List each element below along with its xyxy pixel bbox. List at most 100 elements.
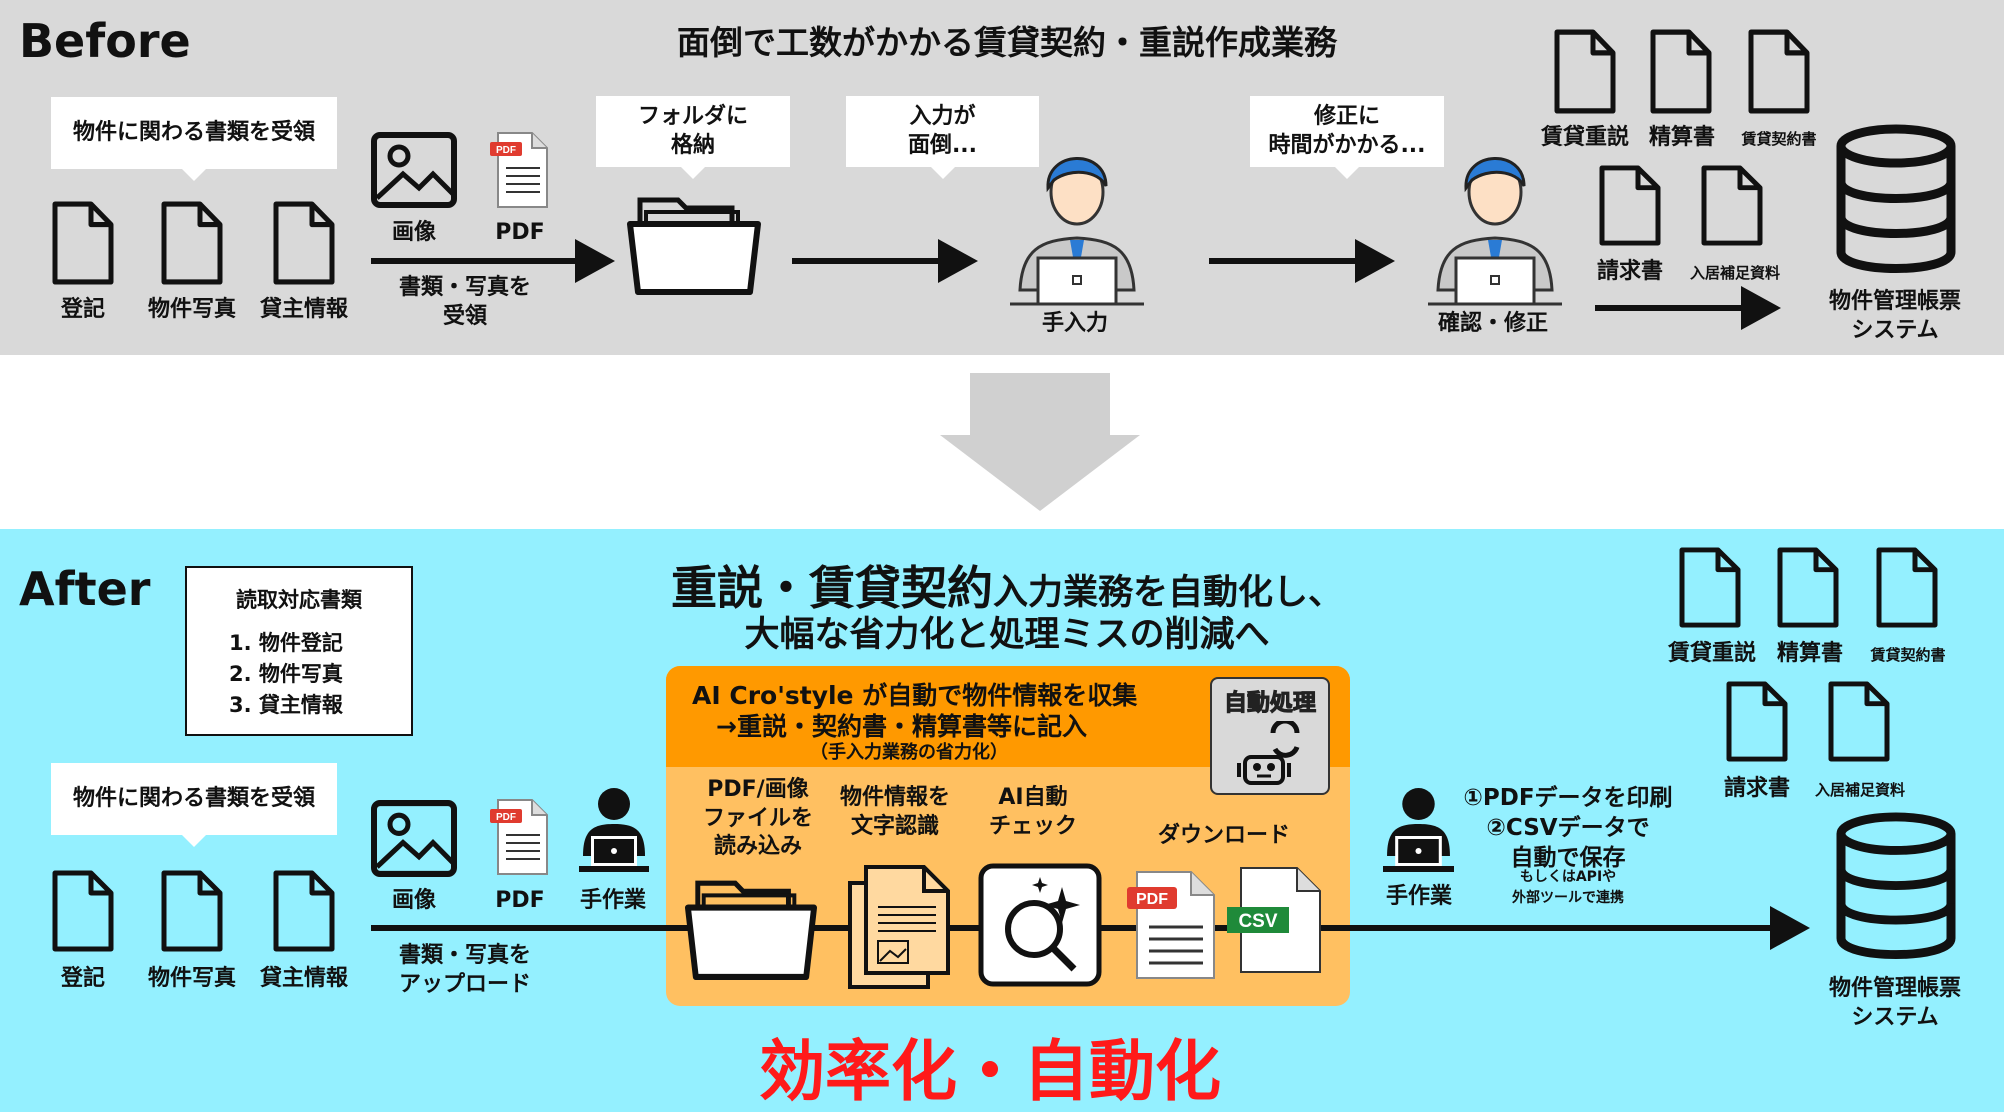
- image-label: 画像: [391, 888, 436, 913]
- arrow-line: [792, 258, 942, 264]
- document-icon: [1700, 164, 1764, 247]
- doc-label: 物件写真: [147, 966, 236, 991]
- document-icon: [1747, 28, 1811, 115]
- callout-input: 入力が 面倒...: [846, 96, 1039, 179]
- output-doc-label: 賃貸契約書: [1870, 646, 1946, 664]
- system-label: 物件管理帳票 システム: [1828, 289, 1961, 343]
- output-doc-label: 入居補足資料: [1689, 264, 1780, 282]
- after-title-rest: 入力業務を自動化し、: [992, 573, 1343, 613]
- arrow-head: [575, 239, 615, 283]
- after-title-line1: 重説・賃貸契約入力業務を自動化し、: [500, 552, 1514, 618]
- svg-text:CSV: CSV: [1238, 911, 1277, 932]
- output-doc-label: 入居補足資料: [1814, 781, 1905, 799]
- after-title-line2: 大幅な省力化と処理ミスの削減へ: [744, 615, 1270, 655]
- supported-doc-item: 2. 物件写真: [229, 662, 343, 686]
- before-title: 面倒で工数がかかる賃貸契約・重説作成業務: [677, 23, 1337, 62]
- before-section: [0, 0, 2004, 355]
- image-icon: [371, 132, 457, 208]
- document-icon: [1649, 28, 1713, 115]
- before-heading: Before: [19, 14, 191, 68]
- database-icon: [1834, 124, 1958, 275]
- auto-badge-box: 自動処理: [1210, 677, 1330, 795]
- doc-label: 貸主情報: [259, 966, 348, 991]
- supported-docs-title: 読取対応書類: [236, 588, 362, 612]
- document-icon: [272, 869, 336, 953]
- auto-badge-label: 自動処理: [1224, 690, 1317, 717]
- pdf-download-icon: PDF: [1127, 869, 1217, 981]
- doc-label: 物件写真: [147, 297, 236, 322]
- document-icon: [1725, 680, 1789, 763]
- check-fix-label: 確認・修正: [1437, 311, 1548, 336]
- down-arrow-icon: [940, 373, 1140, 511]
- arrow-head: [1355, 239, 1395, 283]
- document-icon: [1678, 546, 1742, 629]
- callout-fix: 修正に 時間がかかる...: [1250, 96, 1444, 179]
- document-icon: [1827, 680, 1891, 763]
- document-icon: [51, 869, 115, 953]
- output-doc-label: 精算書: [1648, 125, 1715, 150]
- output-note2: 外部ツールで連携: [1512, 890, 1624, 906]
- person-thinking-laptop-icon: [1010, 140, 1144, 306]
- doc-label: 登記: [60, 966, 105, 991]
- manual-label: 手作業: [579, 888, 646, 913]
- document-icon: [1598, 164, 1662, 247]
- arrow-line: [371, 258, 581, 264]
- doc-label: 登記: [60, 297, 105, 322]
- document-icon: [1776, 546, 1840, 629]
- output-doc-label: 賃貸重説: [1667, 641, 1756, 666]
- robot-sync-icon: [1235, 721, 1305, 787]
- manual-input-label: 手入力: [1041, 311, 1108, 336]
- callout-folder: フォルダに 格納: [596, 96, 790, 179]
- ai-search-icon: [978, 863, 1102, 987]
- document-icon: [160, 200, 224, 286]
- document-scan-icon: [846, 863, 952, 990]
- system-label: 物件管理帳票 システム: [1828, 976, 1961, 1030]
- pdf-file-icon: PDF: [490, 797, 550, 877]
- output-step2b: 自動で保存: [1510, 845, 1626, 871]
- csv-download-icon: CSV: [1227, 865, 1323, 975]
- pdf-label: PDF: [495, 220, 545, 245]
- document-icon: [51, 200, 115, 286]
- callout-receive: 物件に関わる書類を受領: [51, 763, 337, 847]
- step-label: PDF/画像 ファイルを 読み込み: [702, 777, 813, 860]
- callout-receive: 物件に関わる書類を受領: [51, 97, 337, 181]
- after-heading: After: [19, 562, 151, 616]
- arrow-head: [938, 239, 978, 283]
- doc-label: 貸主情報: [259, 297, 348, 322]
- pdf-file-icon: PDF: [490, 130, 550, 210]
- output-step1: ①PDFデータを印刷: [1463, 785, 1673, 811]
- arrow-label: 書類・写真を 受領: [398, 275, 531, 329]
- database-icon: [1834, 812, 1958, 961]
- folder-icon: [684, 875, 818, 981]
- document-icon: [1553, 28, 1617, 115]
- auto-line2: →重説・契約書・精算書等に記入: [716, 712, 1087, 741]
- output-note1: もしくはAPIや: [1519, 869, 1617, 885]
- arrow-line: [1209, 258, 1359, 264]
- person-thinking-laptop-icon: [1428, 140, 1562, 306]
- image-icon: [371, 800, 457, 877]
- supported-doc-item: 3. 貸主情報: [229, 693, 343, 717]
- slogan: 効率化・自動化: [759, 1033, 1221, 1110]
- auto-line1: AI Cro'style が自動で物件情報を収集: [692, 681, 1138, 710]
- manual-label-right: 手作業: [1385, 884, 1452, 909]
- folder-icon: [626, 192, 762, 296]
- after-title-emphasis: 重説・賃貸契約: [670, 561, 993, 615]
- worker-laptop-icon: [1383, 786, 1454, 874]
- svg-text:PDF: PDF: [496, 812, 516, 823]
- document-icon: [272, 200, 336, 286]
- arrow-label: 書類・写真を アップロード: [398, 943, 531, 997]
- svg-text:PDF: PDF: [1136, 891, 1168, 908]
- auto-line3: （手入力業務の省力化）: [810, 742, 1008, 763]
- step-label: AI自動 チェック: [988, 785, 1077, 839]
- output-doc-label: 請求書: [1596, 259, 1663, 284]
- pdf-label: PDF: [495, 888, 545, 913]
- output-doc-label: 賃貸契約書: [1741, 130, 1817, 148]
- worker-laptop-icon: [579, 786, 649, 874]
- document-icon: [1875, 546, 1939, 629]
- arrow-line: [1595, 305, 1745, 311]
- output-doc-label: 請求書: [1723, 776, 1790, 801]
- svg-text:PDF: PDF: [496, 145, 516, 156]
- step-label: 物件情報を 文字認識: [839, 785, 950, 839]
- arrow-head: [1770, 906, 1810, 950]
- step-label: ダウンロード: [1157, 823, 1290, 848]
